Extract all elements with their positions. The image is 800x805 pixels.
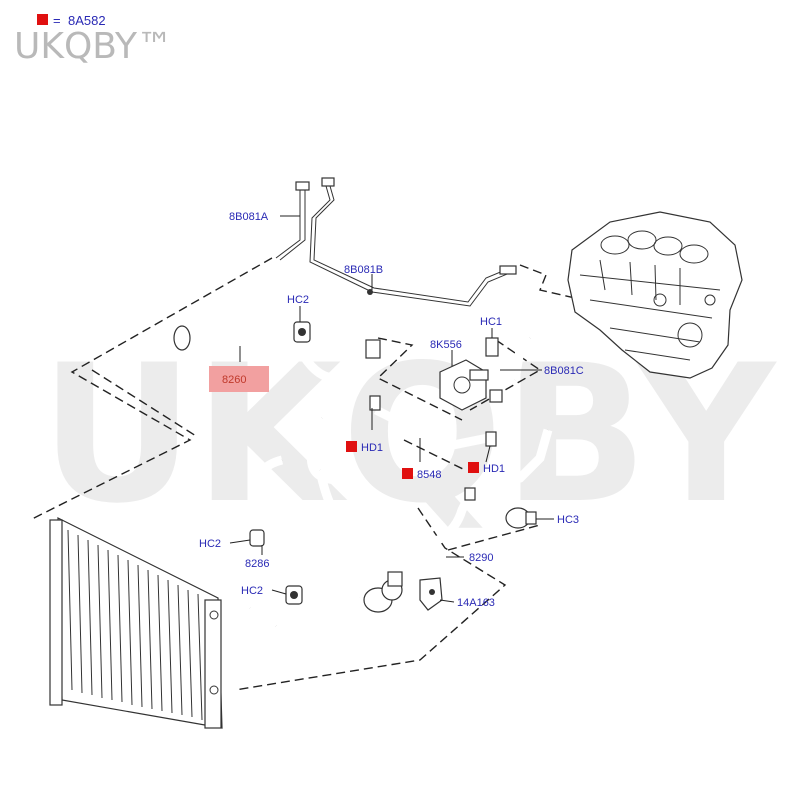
label-8548: 8548 xyxy=(417,469,441,481)
bleed-lines xyxy=(275,177,517,307)
label-8290: 8290 xyxy=(469,552,493,564)
label-hc2-mid: HC2 xyxy=(199,538,221,550)
highlight-box xyxy=(209,366,269,392)
assembly-dashed-lines xyxy=(29,257,576,691)
clamp-hc3 xyxy=(505,507,537,529)
red-markers xyxy=(346,441,479,479)
marker-hd1-right xyxy=(468,462,479,473)
legend-marker xyxy=(37,14,48,25)
label-8260: 8260 xyxy=(222,374,246,386)
engine-block-drawing xyxy=(567,211,743,379)
label-8b081c: 8B081C xyxy=(544,365,584,377)
clamp-hc2-top xyxy=(293,321,311,343)
highlight-8260: 8260 xyxy=(209,366,269,392)
label-hc2-top: HC2 xyxy=(287,294,309,306)
hose-8260-drawing xyxy=(173,312,381,383)
hose-8286-drawing xyxy=(248,416,403,613)
label-8b081b: 8B081B xyxy=(344,264,383,276)
clamp-hc2-mid xyxy=(249,529,265,547)
legend: = 8A582 xyxy=(37,13,106,28)
radiator-drawing xyxy=(49,517,223,729)
thermostat-housing-8k556 xyxy=(439,359,489,411)
marker-8548 xyxy=(402,468,413,479)
clamp-hc2-low xyxy=(248,585,303,630)
watermark-top-left: UKQBY™ xyxy=(14,26,173,67)
legend-equals: = xyxy=(53,13,61,28)
marker-hd1-left xyxy=(346,441,357,452)
legend-part-number: 8A582 xyxy=(68,13,106,28)
label-hc1: HC1 xyxy=(480,316,502,328)
label-hd1-left: HD1 xyxy=(361,442,383,454)
label-8286: 8286 xyxy=(245,558,269,570)
label-hd1-right: HD1 xyxy=(483,463,505,475)
label-14a163: 14A163 xyxy=(457,597,495,609)
part-labels: 8B081A 8B081B HC2 HC1 8K556 8B081C HD1 8… xyxy=(199,211,584,609)
leader-lines xyxy=(229,215,554,603)
hose-8290-drawing xyxy=(315,428,553,553)
bracket-14a163 xyxy=(419,577,443,611)
label-hc3: HC3 xyxy=(557,514,579,526)
label-8b081a: 8B081A xyxy=(229,211,269,223)
label-hc2-low: HC2 xyxy=(241,585,263,597)
label-8k556: 8K556 xyxy=(430,339,462,351)
